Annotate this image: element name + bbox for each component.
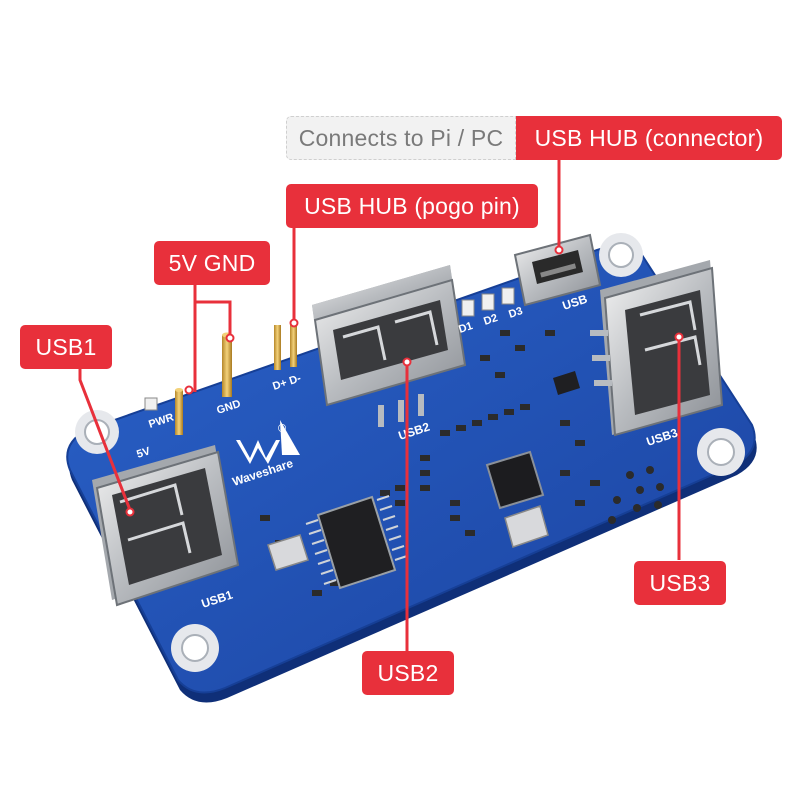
callout-usb3: USB3 [634, 561, 726, 605]
usb3-receptacle [590, 260, 724, 437]
usb2-receptacle [312, 265, 467, 427]
callout-usb-hub-connector: USB HUB (connector) [516, 116, 782, 160]
silk-d2: D2 [482, 312, 499, 328]
callout-usb3-text: USB3 [649, 569, 711, 596]
callout-5v-gnd: 5V GND [154, 241, 270, 285]
callout-usb1-text: USB1 [35, 333, 97, 360]
callout-leader-lines [78, 160, 681, 655]
callout-connects-to: Connects to Pi / PC [286, 116, 516, 160]
transistor [553, 371, 580, 395]
callout-connects-to-text: Connects to Pi / PC [298, 124, 504, 151]
crystals [267, 505, 549, 571]
silk-d3: D3 [507, 305, 524, 321]
hub-controller-chip [305, 495, 408, 590]
callout-usb-hub-pogo: USB HUB (pogo pin) [286, 184, 538, 228]
usb1-receptacle [92, 445, 240, 607]
qfn-chip [485, 450, 545, 510]
mounting-holes [75, 233, 745, 672]
callout-anchor-dots [125, 245, 684, 517]
registered-mark: ® [278, 423, 286, 435]
callout-usb1: USB1 [20, 325, 112, 369]
callout-usb2: USB2 [362, 651, 454, 695]
micro-usb-connector [513, 233, 602, 307]
callout-usb-hub-pogo-text: USB HUB (pogo pin) [304, 192, 520, 219]
callout-5v-gnd-text: 5V GND [168, 249, 256, 276]
silk-5v: 5V [135, 445, 152, 461]
callout-usb2-text: USB2 [377, 659, 439, 686]
status-leds [144, 287, 515, 411]
silk-d1: D1 [457, 320, 474, 336]
callout-usb-hub-connector-text: USB HUB (connector) [534, 124, 764, 151]
